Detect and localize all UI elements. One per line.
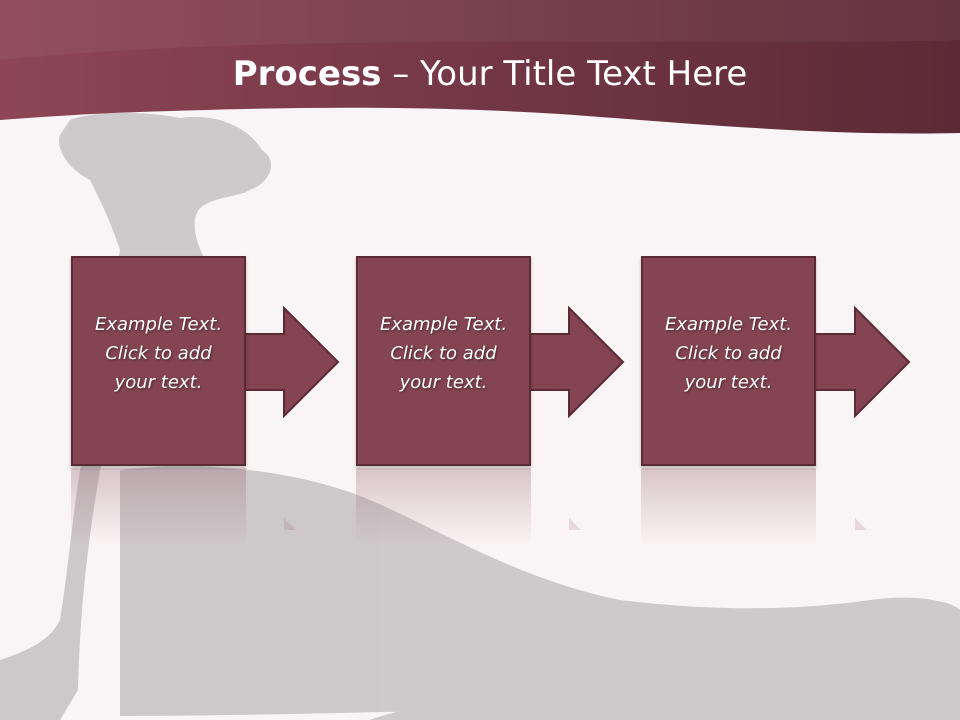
step-text-line: Example Text. xyxy=(664,314,793,335)
step-reflections xyxy=(71,468,867,544)
step-text-line: your text. xyxy=(114,372,203,393)
slide-title[interactable]: Process – Your Title Text Here xyxy=(0,52,960,96)
arrow-2-icon xyxy=(525,306,625,418)
step-box xyxy=(641,256,816,466)
step-box xyxy=(71,256,246,466)
arrow-1-icon xyxy=(240,306,340,418)
step-text-line: your text. xyxy=(399,372,488,393)
step-text-line: Click to add xyxy=(675,343,782,364)
process-step-2[interactable]: Example Text. Click to add your text. xyxy=(356,256,531,466)
step-text-line: your text. xyxy=(684,372,773,393)
arrow-3-icon xyxy=(811,306,911,418)
step-text-line: Click to add xyxy=(105,343,212,364)
step-text[interactable]: Example Text. Click to add your text. xyxy=(645,310,812,397)
title-bold: Process xyxy=(232,54,382,94)
process-step-1[interactable]: Example Text. Click to add your text. xyxy=(71,256,246,466)
header-banner xyxy=(0,0,960,134)
step-text-line: Example Text. xyxy=(94,314,223,335)
step-text[interactable]: Example Text. Click to add your text. xyxy=(360,310,527,397)
step-box xyxy=(356,256,531,466)
step-text-line: Example Text. xyxy=(379,314,508,335)
step-text-line: Click to add xyxy=(390,343,497,364)
title-rest: – Your Title Text Here xyxy=(381,54,748,94)
process-step-3[interactable]: Example Text. Click to add your text. xyxy=(641,256,816,466)
step-text[interactable]: Example Text. Click to add your text. xyxy=(75,310,242,397)
